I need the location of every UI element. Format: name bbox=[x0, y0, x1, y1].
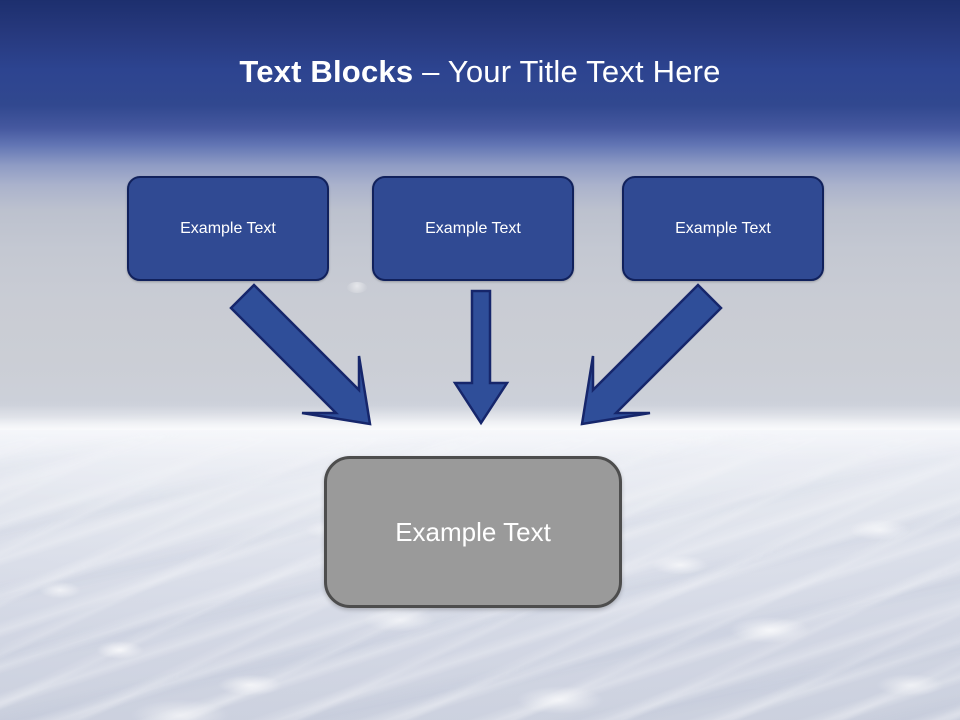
page-title-bold: Text Blocks bbox=[239, 54, 414, 89]
page-title-regular: Your Title Text Here bbox=[447, 54, 721, 89]
arrow-down-icon bbox=[452, 289, 510, 426]
result-text-block-label: Example Text bbox=[395, 516, 551, 547]
arrow-down-left-icon bbox=[580, 283, 723, 426]
horizon-limb-band bbox=[0, 405, 960, 445]
page-title: Text Blocks – Your Title Text Here bbox=[0, 52, 960, 92]
text-block-2-label: Example Text bbox=[425, 219, 521, 237]
result-text-block[interactable]: Example Text bbox=[324, 456, 622, 608]
text-block-1[interactable]: Example Text bbox=[127, 176, 329, 281]
text-block-3[interactable]: Example Text bbox=[622, 176, 824, 281]
arrow-down-right-icon bbox=[229, 283, 372, 426]
page-title-separator: – bbox=[413, 54, 448, 89]
text-block-1-label: Example Text bbox=[180, 219, 276, 237]
text-block-2[interactable]: Example Text bbox=[372, 176, 574, 281]
text-block-3-label: Example Text bbox=[675, 219, 771, 237]
moon-icon bbox=[347, 282, 367, 293]
